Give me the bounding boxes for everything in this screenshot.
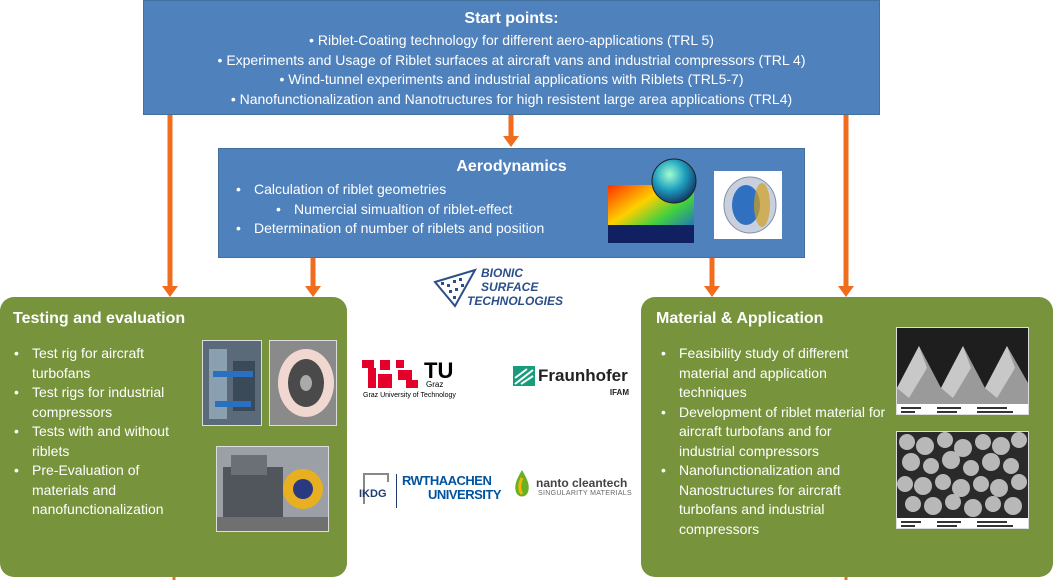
turbofan-engine-photo — [269, 340, 337, 426]
material-title: Material & Application — [656, 310, 824, 327]
material-application-box: Material & Application Feasibility study… — [641, 297, 1053, 577]
testing-item: Pre-Evaluation of materials and nanofunc… — [14, 461, 194, 520]
testing-item: Test rig for aircraft turbofans — [14, 344, 194, 383]
material-item: Development of riblet material for aircr… — [661, 403, 891, 462]
testing-item: Tests with and without riblets — [14, 422, 194, 461]
bionic-logo-mark — [433, 268, 477, 308]
fraunhofer-logo-text: Fraunhofer — [538, 366, 628, 385]
industrial-compressor-photo — [216, 446, 329, 532]
start-item: • Riblet-Coating technology for differen… — [309, 32, 714, 48]
start-points-title: Start points: — [464, 10, 559, 27]
testing-item: Test rigs for industrial compressors — [14, 383, 194, 422]
bionic-logo-line: SURFACE — [481, 280, 539, 294]
nanto-logo-text: nanto cleantech — [536, 476, 628, 490]
fraunhofer-logo-mark — [513, 366, 535, 386]
nanto-logo-mark — [515, 470, 529, 497]
tu-logo-caption: Graz University of Technology — [363, 392, 456, 399]
rwth-logo-line: UNIVERSITY — [428, 487, 502, 502]
test-rig-photo — [202, 340, 262, 426]
material-item: Feasibility study of different material … — [661, 344, 891, 403]
fraunhofer-logo: Fraunhofer IFAM — [513, 366, 633, 402]
nanto-logo-subtext: SINGULARITY MATERIALS — [538, 490, 632, 497]
tu-logo-text: TU — [424, 358, 454, 383]
rwth-logo-line: RWTHAACHEN — [402, 473, 492, 488]
aerodynamics-box: Aerodynamics Calculation of riblet geome… — [218, 148, 805, 258]
fraunhofer-logo-subtext: IFAM — [609, 388, 629, 397]
start-points-box: Start points: • Riblet-Coating technolog… — [143, 0, 880, 115]
start-item: • Nanofunctionalization and Nanotructure… — [230, 90, 793, 107]
aero-item: Numercial simualtion of riblet-effect — [276, 200, 616, 220]
tu-graz-logo: TU Graz Graz University of Technology — [362, 358, 472, 402]
ikdg-logo: IKDG — [358, 470, 394, 506]
start-item: • Experiments and Usage of Riblet surfac… — [217, 51, 806, 68]
ikdg-logo-mark — [363, 473, 389, 504]
aerodynamics-title: Aerodynamics — [456, 158, 567, 175]
bionic-logo-line: TECHNOLOGIES — [467, 294, 564, 308]
cfd-simulation-image — [608, 158, 697, 243]
riblet-sem-image — [896, 327, 1029, 415]
bionic-surface-technologies-logo: BIONIC SURFACE TECHNOLOGIES — [433, 266, 593, 314]
material-item: Nanofunctionalization and Nanostructures… — [661, 461, 891, 539]
nanto-cleantech-logo: nanto cleantech SINGULARITY MATERIALS — [512, 468, 642, 504]
ikdg-logo-text: IKDG — [359, 488, 387, 500]
testing-title: Testing and evaluation — [13, 310, 186, 327]
aero-item: Calculation of riblet geometries — [236, 180, 616, 200]
logo-divider — [396, 474, 397, 508]
turbofan-model-image — [714, 171, 782, 239]
bionic-logo-line: BIONIC — [481, 266, 523, 280]
rwth-aachen-logo: RWTHAACHEN UNIVERSITY — [402, 474, 502, 508]
start-item: • Wind-tunnel experiments and industrial… — [279, 71, 744, 87]
testing-evaluation-box: Testing and evaluation Test rig for airc… — [0, 297, 347, 577]
nanostructure-sem-image — [896, 431, 1029, 529]
aero-item: Determination of number of riblets and p… — [236, 219, 616, 239]
tu-logo-subtext: Graz — [426, 380, 444, 389]
tu-graz-logo-mark — [362, 360, 418, 388]
